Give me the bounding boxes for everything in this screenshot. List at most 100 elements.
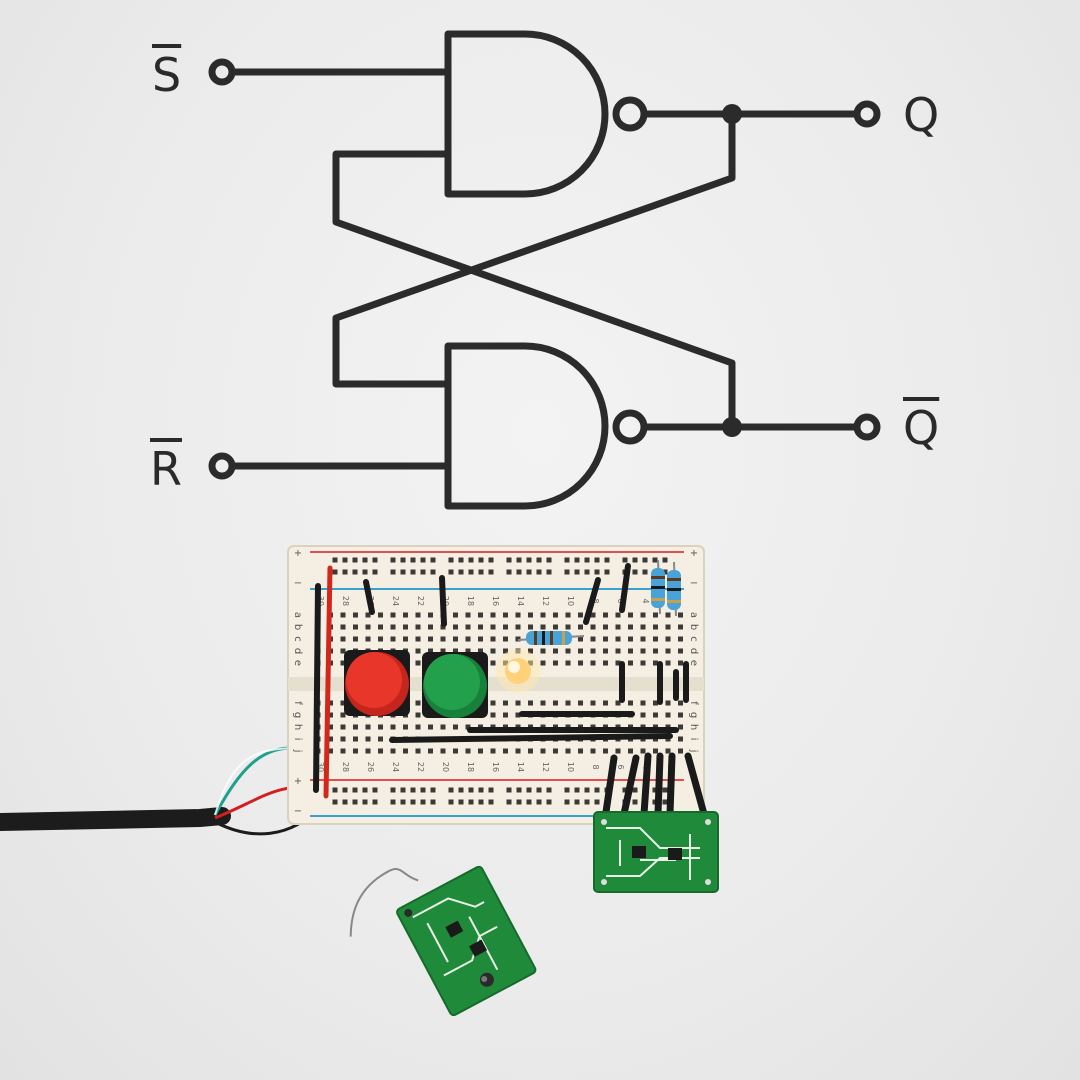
breadboard-hole <box>468 557 474 563</box>
breadboard-hole <box>342 799 348 805</box>
breadboard-hole <box>390 636 396 642</box>
breadboard-hole <box>640 636 646 642</box>
breadboard-hole <box>662 799 668 805</box>
resistor-icon <box>517 631 585 645</box>
breadboard-hole <box>574 799 580 805</box>
breadboard-hole <box>590 748 596 754</box>
breadboard-hole <box>590 648 596 654</box>
breadboard-hole <box>490 636 496 642</box>
breadboard-column-number: 28 <box>341 762 350 772</box>
breadboard-row-letter: b <box>688 624 699 630</box>
breadboard-hole <box>353 636 358 642</box>
breadboard-hole <box>440 648 446 654</box>
breadboard-hole <box>653 700 658 706</box>
breadboard-hole <box>440 636 446 642</box>
breadboard-row-letter: h <box>688 724 699 730</box>
q-not-junction <box>722 417 742 437</box>
breadboard-hole <box>578 660 583 666</box>
breadboard-hole <box>578 648 583 654</box>
breadboard-hole <box>340 660 346 666</box>
breadboard-hole <box>490 612 496 618</box>
breadboard-row-letter: g <box>688 712 699 718</box>
breadboard-hole <box>453 636 458 642</box>
breadboard-hole <box>488 569 494 575</box>
breadboard-hole <box>332 557 338 563</box>
breadboard-hole <box>378 736 383 742</box>
breadboard-row-letter: b <box>292 624 303 630</box>
breadboard-hole <box>653 712 658 718</box>
breadboard-hole <box>540 648 546 654</box>
breadboard-hole <box>362 799 368 805</box>
breadboard-hole <box>540 748 546 754</box>
breadboard-hole <box>640 712 646 718</box>
breadboard-hole <box>453 612 458 618</box>
breadboard-hole <box>628 660 633 666</box>
breadboard-hole <box>378 624 383 630</box>
breadboard-hole <box>332 569 338 575</box>
breadboard-hole <box>453 748 458 754</box>
breadboard-column-number: 28 <box>341 596 350 606</box>
breadboard-hole <box>516 569 522 575</box>
breadboard-hole <box>536 799 542 805</box>
breadboard-hole <box>420 569 426 575</box>
breadboard-hole <box>490 624 496 630</box>
breadboard-hole <box>362 569 368 575</box>
breadboard-hole <box>678 712 683 718</box>
breadboard-rail-sign: − <box>294 578 302 589</box>
breadboard-hole <box>448 787 454 793</box>
breadboard-hole <box>546 787 552 793</box>
q-junction <box>722 104 742 124</box>
breadboard-hole <box>632 557 638 563</box>
q-not-terminal <box>853 413 881 441</box>
breadboard-rail-sign: − <box>690 578 698 589</box>
breadboard-hole <box>642 557 648 563</box>
breadboard-hole <box>390 569 396 575</box>
breadboard-hole <box>515 624 521 630</box>
breadboard-hole <box>478 748 483 754</box>
breadboard-hole <box>662 787 668 793</box>
breadboard-hole <box>428 648 433 654</box>
breadboard-hole <box>415 700 421 706</box>
breadboard-hole <box>353 736 358 742</box>
breadboard-column-number: 10 <box>566 596 575 606</box>
breadboard-hole <box>453 624 458 630</box>
breadboard-row-letter: g <box>292 712 303 718</box>
breadboard-hole <box>428 636 433 642</box>
breadboard-hole <box>536 787 542 793</box>
breadboard-hole <box>430 557 436 563</box>
breadboard-hole <box>328 724 333 730</box>
breadboard-hole <box>615 624 621 630</box>
breadboard-hole <box>506 787 512 793</box>
breadboard-hole <box>468 787 474 793</box>
breadboard-hole <box>458 799 464 805</box>
breadboard-hole <box>403 724 408 730</box>
breadboard-hole <box>465 612 471 618</box>
breadboard-column-number: 12 <box>541 762 550 772</box>
breadboard-column-number: 8 <box>591 764 600 769</box>
breadboard-hole <box>390 624 396 630</box>
breadboard-hole <box>590 700 596 706</box>
breadboard-hole <box>458 569 464 575</box>
breadboard-row-letter: j <box>688 749 699 753</box>
breadboard-hole <box>678 700 683 706</box>
breadboard-hole <box>440 748 446 754</box>
breadboard-column-number: 16 <box>491 762 500 772</box>
breadboard-row-letter: i <box>292 738 303 741</box>
breadboard-column-number: 12 <box>541 596 550 606</box>
breadboard-column-number: 22 <box>416 596 425 606</box>
breadboard-hole <box>640 748 646 754</box>
breadboard-hole <box>390 612 396 618</box>
breadboard-hole <box>590 660 596 666</box>
breadboard-hole <box>615 748 621 754</box>
breadboard-hole <box>340 748 346 754</box>
breadboard-hole <box>546 569 552 575</box>
breadboard-hole <box>353 612 358 618</box>
breadboard-hole <box>415 636 421 642</box>
breadboard-hole <box>490 660 496 666</box>
breadboard-hole <box>540 700 546 706</box>
breadboard-hole <box>678 624 683 630</box>
breadboard-column-number: 6 <box>616 764 625 769</box>
breadboard-hole <box>678 660 683 666</box>
breadboard-hole <box>428 612 433 618</box>
